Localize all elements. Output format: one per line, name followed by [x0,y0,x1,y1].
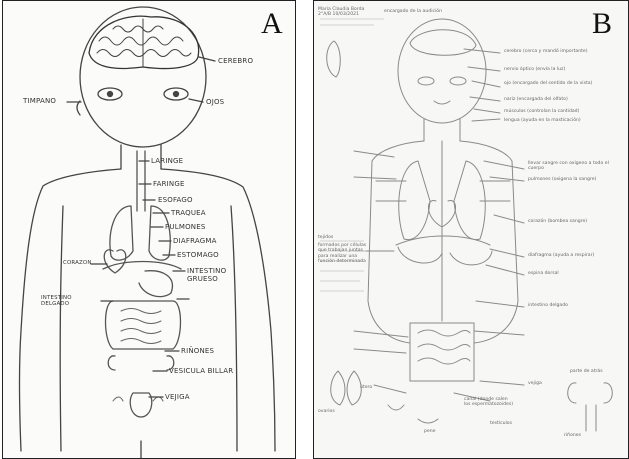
label-testiculos: testículos [490,421,512,426]
label-sangre: llevar sangre con oxígeno a todo el cuer… [528,161,624,172]
label-tejidos-title: tejidos [318,235,333,240]
panel-b: B María Claudia Borda 2°A/B 10/03/2021 e… [313,0,629,459]
panel-letter: B [592,7,612,41]
label-intestino-grueso: INTESTINO GRUESO [187,267,257,284]
label-canal: canal (donde salen los espermatozoides) [464,397,514,408]
label-laringe: LARINGE [151,157,183,165]
label-espinal: espina dorsal [528,271,559,276]
label-pene: pene [424,429,435,434]
label-timpano: TIMPANO [23,97,56,105]
label-esofago: ESOFAGO [158,196,193,204]
label-ojo: ojo (encargado del sentido de la vista) [504,81,614,86]
label-header: María Claudia Borda 2°A/B 10/03/2021 [318,7,374,18]
label-vejiga: VEJIGA [165,393,190,401]
label-pulmones: PULMONES [165,223,206,231]
label-lengua: lengua (ayuda en la masticación) [504,118,581,123]
label-rinones-b: riñones [564,433,581,438]
label-tejidos-text: formados por células que trabajan juntas… [318,243,368,264]
label-parte: parte de atrás [570,369,603,374]
label-faringe: FARINGE [153,180,185,188]
label-intestino-delgado: INTESTINO DELGADO [41,295,101,308]
label-cerebro-b: cerebro (cerca y mandó importante) [504,49,588,54]
label-rinones: RIÑONES [181,347,214,355]
label-vejiga-b: vejiga [528,381,542,386]
label-musculos: músculos (controlan la cantidad) [504,109,579,114]
label-note-top: encargado de la audición [384,9,442,14]
label-ojos: OJOS [206,98,224,106]
label-intestino-delgado-b: intestino delgado [528,303,568,308]
label-nervio: nervio óptico (envía la luz) [504,67,565,72]
brain-outline [89,16,199,68]
label-traquea: TRAQUEA [171,209,206,217]
label-estomago: ESTOMAGO [177,251,219,259]
label-vesicula: VESICULA BILLAR [169,367,233,375]
label-corazon: CORAZON [63,260,92,266]
label-corazon-b: corazón (bombea sangre) [528,219,587,224]
label-pulmones-b: pulmones (oxigena la sangre) [528,177,618,182]
body-drawing-a [3,1,296,459]
panel-a: A CEREBRO TIMPANO OJOS LARINGE FARINGE E… [2,0,296,459]
label-diafragma-b: diafragma (ayuda a respirar) [528,253,594,258]
label-ovarios: ovarios [318,409,335,414]
label-diafragma: DIAFRAGMA [173,237,217,245]
label-cerebro: CEREBRO [218,57,253,65]
label-utero: útero [360,385,372,390]
panel-letter: A [261,7,283,41]
body-drawing-b [314,1,629,459]
label-nariz: nariz (encargada del olfato) [504,97,568,102]
